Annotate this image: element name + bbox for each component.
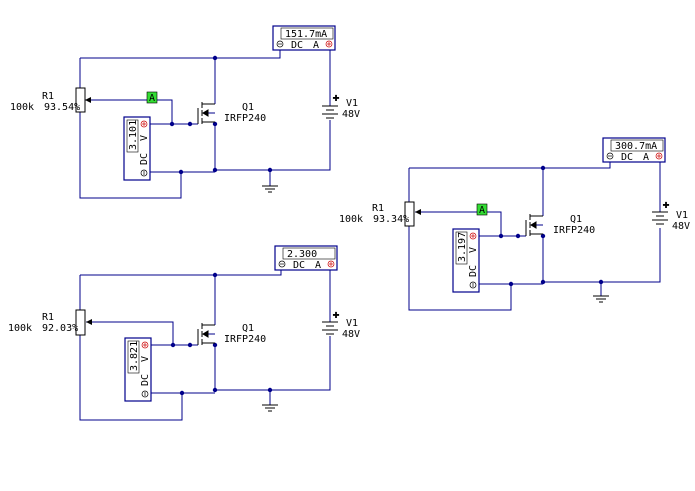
svg-text:+: +: [333, 310, 339, 321]
pot-value-2: 100k: [8, 323, 32, 334]
ammeter-1[interactable]: 151.7mA DC A: [272, 25, 336, 51]
pot-name-2: R1: [42, 312, 54, 323]
mosfet-part-3: IRFP240: [553, 225, 595, 236]
battery-1: +: [322, 93, 340, 119]
junctions-2: [170, 272, 273, 396]
battery-voltage-3: 48V: [672, 221, 690, 232]
ammeter-unit-2: A: [315, 260, 321, 271]
wires-3: [408, 162, 661, 311]
voltmeter-1[interactable]: 3.101 DC V: [123, 116, 151, 181]
battery-name-3: V1: [676, 210, 688, 221]
wires-2: [79, 270, 331, 421]
voltmeter-unit-1: V: [139, 135, 150, 141]
ground-symbol-3: [593, 295, 609, 303]
ammeter-2[interactable]: 2.300 DC A: [274, 245, 338, 271]
voltmeter-3[interactable]: 3.197 DC V: [452, 228, 480, 293]
circuit-3: R1 100k 93.34% A Q1 IRFP240 + V1 48V: [339, 137, 690, 311]
ground-symbol-2: [262, 404, 278, 412]
junctions-3: [498, 165, 604, 287]
voltmeter-unit-2: V: [140, 356, 151, 362]
battery-2: +: [322, 310, 340, 335]
circuit-2: R1 100k 92.03% Q1 IRFP240 + V1 48V 2.300…: [8, 245, 360, 421]
voltmeter-reading-2: 3.821: [129, 341, 140, 371]
ammeter-reading-1: 151.7mA: [285, 29, 327, 40]
ammeter-unit-1: A: [313, 40, 319, 51]
voltmeter-mode-1: DC: [139, 153, 150, 165]
pot-name-3: R1: [372, 203, 384, 214]
pot-value-3: 100k: [339, 214, 363, 225]
ground-symbol-1: [262, 185, 278, 193]
battery-name-1: V1: [346, 98, 358, 109]
pot-key-badge-1[interactable]: A: [146, 91, 158, 104]
mosfet-name-1: Q1: [242, 102, 254, 113]
pot-key-badge-3[interactable]: A: [476, 203, 488, 216]
ammeter-mode-2: DC: [293, 260, 305, 271]
voltmeter-2[interactable]: 3.821 DC V: [124, 337, 152, 402]
voltmeter-unit-3: V: [468, 247, 479, 253]
ammeter-unit-3: A: [643, 152, 649, 163]
ammeter-mode-1: DC: [291, 40, 303, 51]
voltmeter-mode-2: DC: [140, 374, 151, 386]
mosfet-name-2: Q1: [242, 323, 254, 334]
pot-setting-1: 93.54%: [44, 102, 80, 113]
battery-voltage-2: 48V: [342, 329, 360, 340]
voltmeter-mode-3: DC: [468, 265, 479, 277]
ammeter-3[interactable]: 300.7mA DC A: [602, 137, 666, 163]
voltmeter-reading-1: 3.101: [128, 120, 139, 150]
pot-name-1: R1: [42, 91, 54, 102]
battery-name-2: V1: [346, 318, 358, 329]
ammeter-reading-2: 2.300: [287, 249, 317, 260]
ammeter-reading-3: 300.7mA: [615, 141, 657, 152]
svg-text:+: +: [333, 93, 339, 104]
mosfet-1: [197, 102, 215, 124]
circuit-1: R1 100k 93.54% A Q1 IRFP240 + V1 48: [10, 25, 360, 199]
voltmeter-reading-3: 3.197: [457, 232, 468, 262]
battery-3: +: [652, 200, 670, 225]
potentiometer-1[interactable]: [75, 87, 91, 113]
battery-voltage-1: 48V: [342, 109, 360, 120]
mosfet-2: [197, 323, 215, 345]
wires-1: [79, 50, 331, 199]
ammeter-mode-3: DC: [621, 152, 633, 163]
potentiometer-2[interactable]: [75, 309, 92, 336]
pot-value-1: 100k: [10, 102, 34, 113]
pot-key-label-3: A: [479, 205, 485, 216]
pot-setting-3: 93.34%: [373, 214, 409, 225]
mosfet-part-1: IRFP240: [224, 113, 266, 124]
potentiometer-3[interactable]: [404, 201, 421, 227]
junctions-1: [169, 55, 273, 175]
svg-text:+: +: [663, 200, 669, 211]
pot-key-label-1: A: [149, 93, 155, 104]
pot-setting-2: 92.03%: [42, 323, 78, 334]
mosfet-part-2: IRFP240: [224, 334, 266, 345]
mosfet-3: [525, 214, 543, 236]
mosfet-name-3: Q1: [570, 214, 582, 225]
